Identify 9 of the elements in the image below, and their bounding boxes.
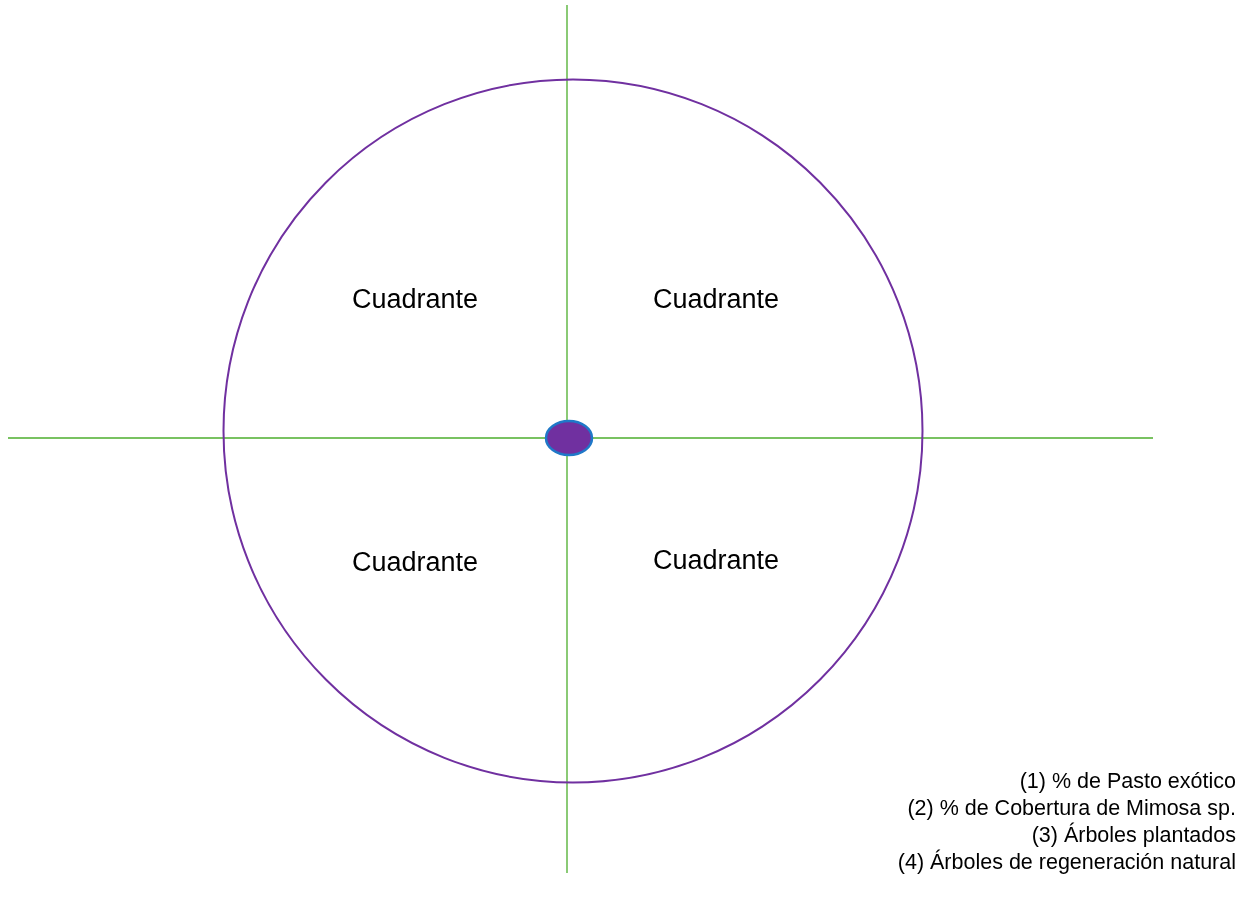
criterion-note: (1) % de Pasto exótico: [1019, 768, 1236, 795]
criterion-note: (3) Árboles plantados: [1031, 822, 1236, 849]
quadrant-label: Cuadrante: [652, 544, 780, 576]
plot-circle: [222, 78, 924, 784]
quadrant-label: Cuadrante: [351, 283, 479, 315]
quadrant-label: Cuadrante: [652, 283, 780, 315]
criterion-note: (4) Árboles de regeneración natural: [897, 849, 1236, 876]
criterion-note: (2) % de Cobertura de Mimosa sp.: [907, 795, 1236, 822]
quadrant-label: Cuadrante: [351, 546, 479, 578]
